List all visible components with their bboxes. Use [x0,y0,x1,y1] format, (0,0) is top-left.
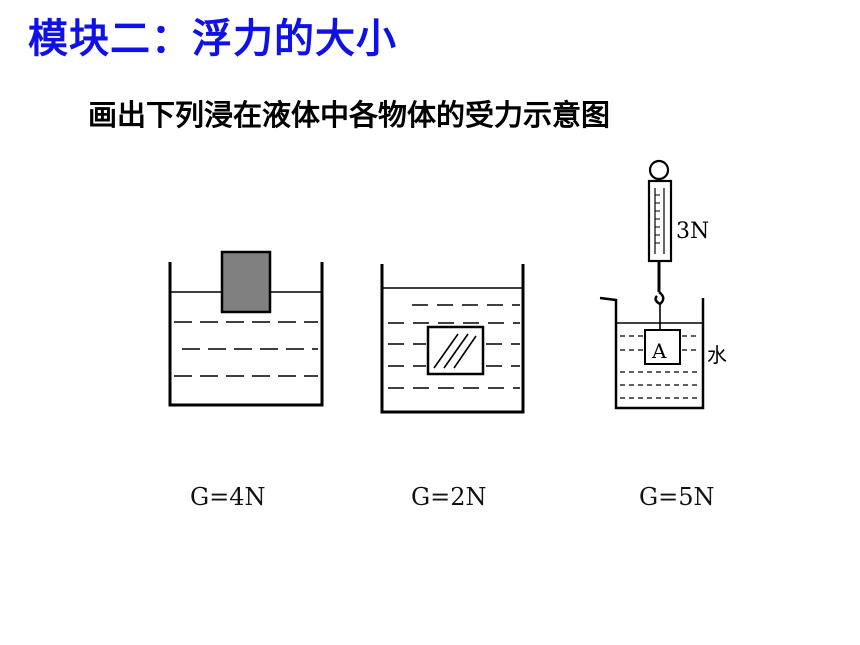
figure-2-suspended-block [380,264,525,414]
beaker [599,296,705,410]
scale-ring [648,159,670,181]
weight-label-3: G=5N [639,483,715,511]
container-1 [168,262,324,407]
figure-1-floating-block [168,250,324,407]
instruction-text: 画出下列浸在液体中各物体的受力示意图 [88,98,611,132]
module-title: 模块二：浮力的大小 [28,16,397,62]
figure-3-spring-scale-beaker: A 3N 水 [599,159,727,410]
block-hatch [433,333,477,369]
scale-hook [654,291,665,306]
scale-ticks [655,194,660,244]
block-a [644,329,681,365]
container-2 [380,264,525,414]
scale-reading: 3N [676,219,709,244]
object-label: A [651,339,667,363]
weight-label-2: G=2N [411,483,487,511]
liquid-dashes-1 [174,321,318,377]
floating-block [220,250,272,314]
water-dashes [620,335,700,399]
spring-scale-body [647,179,673,263]
weight-label-1: G=4N [190,483,266,511]
liquid-label: 水 [707,343,727,367]
liquid-dashes-2 [388,304,520,389]
